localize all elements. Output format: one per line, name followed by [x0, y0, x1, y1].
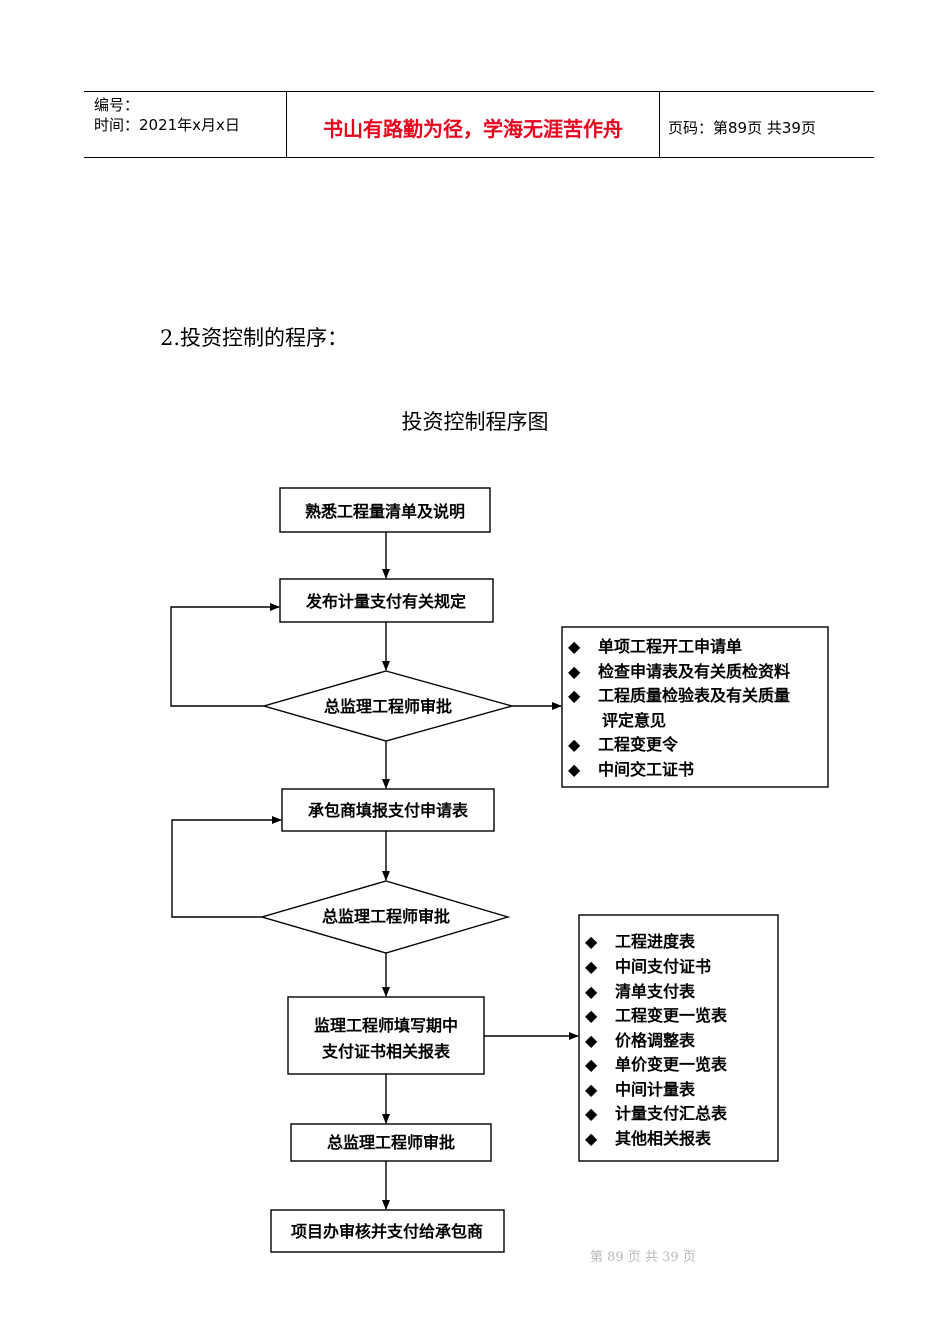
section-heading: 2.投资控制的程序：	[160, 326, 349, 350]
list-1-bullet: ◆	[568, 662, 581, 681]
header-number-label: 编号：	[94, 96, 140, 114]
list-1-item-continued: 评定意见	[602, 711, 666, 730]
label-project-office-pay: 项目办审核并支付给承包商	[291, 1222, 483, 1241]
list-2-bullet: ◆	[585, 1006, 598, 1025]
list-2-item: 其他相关报表	[615, 1129, 712, 1148]
label-contractor-apply: 承包商填报支付申请表	[308, 801, 469, 820]
header-page-label: 页码：第89页 共39页	[668, 119, 816, 137]
label-familiarize: 熟悉工程量清单及说明	[305, 502, 465, 521]
list-box-1	[561, 626, 829, 788]
list-2-bullet: ◆	[585, 1055, 598, 1074]
list-2-bullet: ◆	[585, 932, 598, 951]
list-2-bullet: ◆	[585, 957, 598, 976]
list-2-bullet: ◆	[585, 1129, 598, 1148]
footer-page-number-ghost: 第 89 页 共 39 页	[590, 1250, 696, 1265]
list-2-bullet: ◆	[585, 1031, 598, 1050]
list-2-item: 计量支付汇总表	[615, 1104, 728, 1123]
label-approve-3: 总监理工程师审批	[327, 1133, 455, 1152]
loop-back-2	[171, 816, 282, 918]
list-2-item: 中间支付证书	[615, 957, 711, 976]
list-2-bullet: ◆	[585, 982, 598, 1001]
loop-back-1	[170, 603, 280, 707]
label-engineer-fill-line1: 监理工程师填写期中	[314, 1016, 458, 1035]
list-1-item: 检查申请表及有关质检资料	[598, 662, 790, 681]
box-contractor-apply	[281, 788, 495, 832]
list-2-item: 单价变更一览表	[615, 1055, 728, 1074]
list-2-item: 清单支付表	[615, 982, 696, 1001]
list-2-item: 中间计量表	[615, 1080, 696, 1099]
label-publish-rules: 发布计量支付有关规定	[305, 592, 466, 611]
list-1-bullet: ◆	[568, 637, 581, 656]
header-motto: 书山有路勤为径，学海无涯苦作舟	[323, 117, 623, 141]
list-1-item: 工程变更令	[598, 735, 679, 754]
label-engineer-fill-line2: 支付证书相关报表	[321, 1042, 451, 1061]
list-2-item: 工程进度表	[615, 932, 696, 951]
box-project-office-pay	[270, 1209, 505, 1253]
box-approve-3	[290, 1123, 492, 1162]
list-1-item: 工程质量检验表及有关质量	[598, 686, 790, 705]
header-time-label: 时间：2021年x月x日	[94, 116, 240, 134]
list-1-item: 中间交工证书	[598, 760, 694, 779]
label-approve-2: 总监理工程师审批	[322, 907, 450, 926]
diagram-title: 投资控制程序图	[401, 410, 549, 434]
header-top-rule	[84, 91, 874, 92]
list-2-item: 价格调整表	[615, 1031, 696, 1050]
box-familiarize	[279, 487, 491, 533]
label-approve-1: 总监理工程师审批	[324, 697, 452, 716]
header-divider-right	[659, 91, 660, 158]
list-1-bullet: ◆	[568, 760, 581, 779]
list-2-bullet: ◆	[585, 1104, 598, 1123]
box-engineer-fill	[287, 996, 485, 1075]
header-divider-left	[286, 91, 287, 158]
list-2-bullet: ◆	[585, 1080, 598, 1099]
list-1-bullet: ◆	[568, 735, 581, 754]
list-1-item: 单项工程开工申请单	[598, 637, 742, 656]
list-1-bullet: ◆	[568, 686, 581, 705]
list-2-item: 工程变更一览表	[615, 1006, 728, 1025]
list-box-2	[578, 914, 779, 1162]
header-bottom-rule	[84, 157, 874, 158]
